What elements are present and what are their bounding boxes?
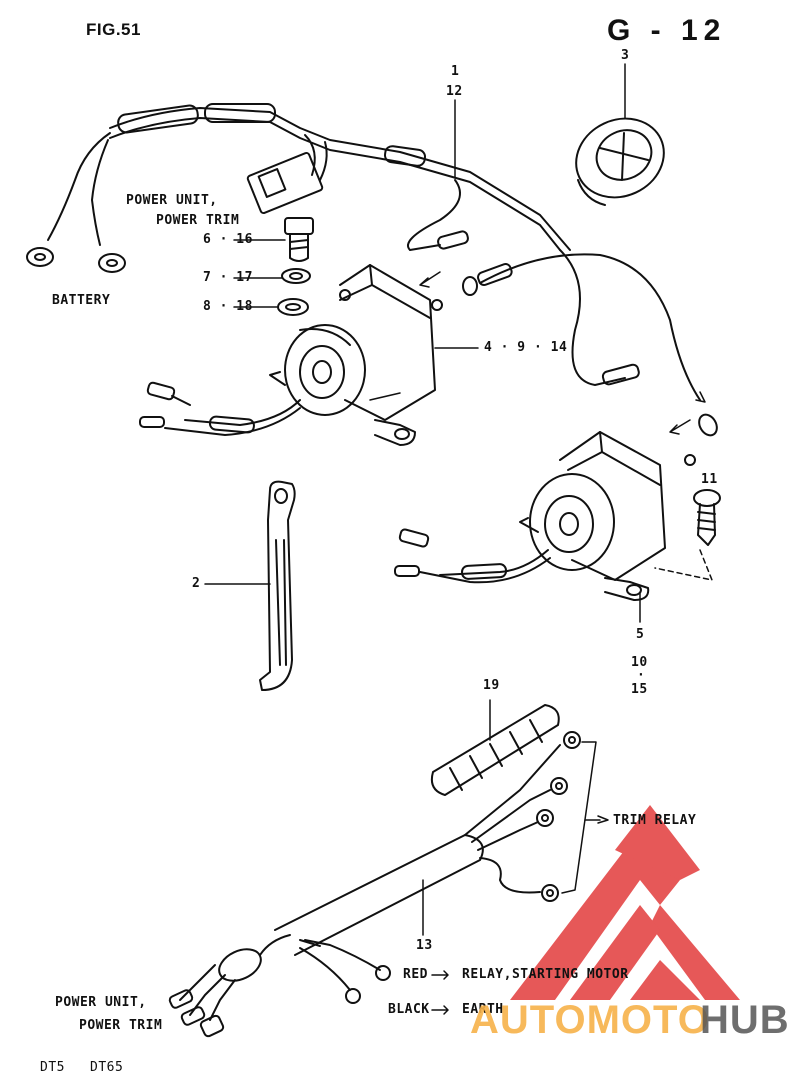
leader-lines [204,63,641,936]
red-wire-destination: RELAY,STARTING MOTOR [462,967,629,982]
trim-relay-part-5 [394,431,696,601]
callout-4-9-14: 4 · 9 · 14 [484,340,568,355]
figure-number: FIG.51 [86,20,141,39]
trim-relay-label: TRIM RELAY [613,813,697,828]
direction-arrows [419,271,706,1015]
starter-relay-part-4 [139,264,443,446]
power-trim-label-bottom: POWER TRIM [79,1018,163,1033]
power-unit-label-bottom: POWER UNIT, [55,995,147,1010]
power-trim-label-top-text: POWER TRIM [156,213,240,228]
callout-1: 1 [451,64,460,79]
callout-13: 13 [416,938,433,953]
model-label-dt65: DT65 [90,1060,124,1075]
callout-8-18: 8 · 18 [203,299,253,314]
trim-harness-part-13 [168,731,581,1038]
callout-11: 11 [701,472,718,487]
power-unit-label-top: POWER UNIT, [126,193,218,208]
watermark-logo [510,805,740,1000]
battery-label: BATTERY [52,293,111,308]
model-label-dt5: DT5 [40,1060,65,1075]
bolt-part-6 [284,217,314,262]
callout-6-16: 6 · 16 [203,232,253,247]
washer-part-7 [281,268,311,284]
callout-19: 19 [483,678,500,693]
callout-2: 2 [192,576,201,591]
sleeve-part-19 [430,704,560,796]
watermark-text-hub: HUB [700,998,790,1042]
bracket-part-2 [259,480,296,691]
red-wire-label: RED [403,967,428,982]
black-wire-label: BLACK [388,1002,430,1017]
callout-5: 5 [636,627,645,642]
black-wire-destination: EARTH [462,1002,504,1017]
callout-15: 15 [631,682,648,697]
callout-10-separator: · [637,668,646,683]
callout-7-17: 7 · 17 [203,270,253,285]
watermark-text-automoto: AUTOMOTO [470,998,710,1042]
group-code: G - 12 [607,14,727,47]
grommet-part-3 [575,117,665,206]
screw-part-11 [693,489,721,546]
callout-12: 12 [446,84,463,99]
washer-part-8 [277,298,309,316]
battery-harness [26,103,718,437]
callout-10: 10 [631,655,648,670]
callout-3: 3 [621,48,630,63]
